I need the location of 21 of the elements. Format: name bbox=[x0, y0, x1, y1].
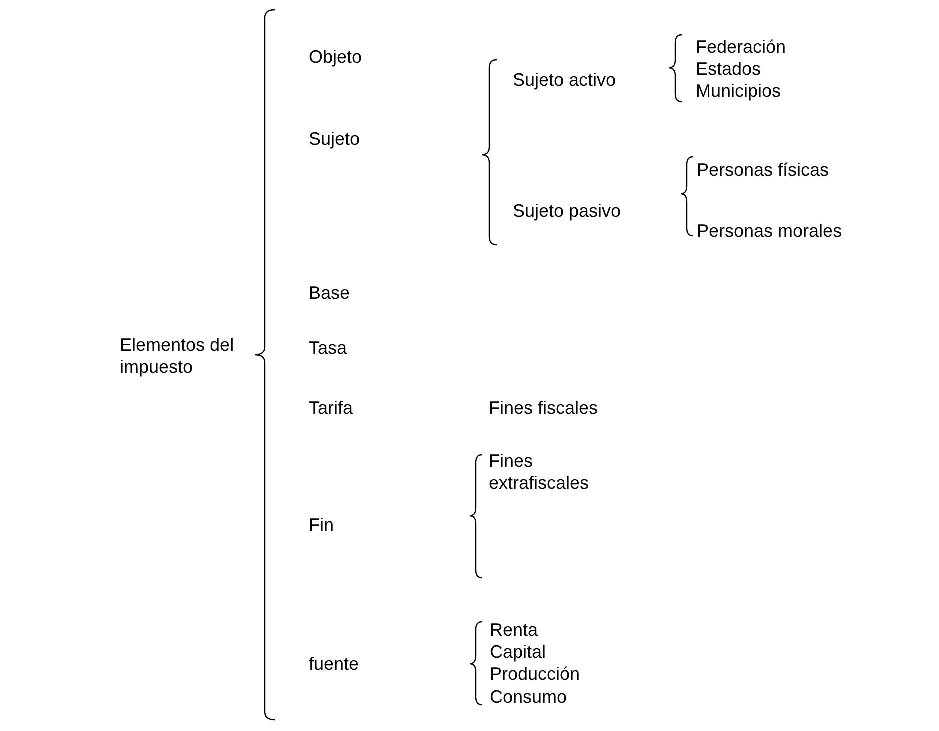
label-text: fuente bbox=[309, 653, 360, 675]
label-text: Fines fiscales bbox=[489, 397, 598, 419]
label-text: Base bbox=[309, 282, 350, 304]
label-text: Elementos del impuesto bbox=[120, 334, 236, 378]
label-text: Fin bbox=[309, 514, 334, 536]
label-text: Municipios bbox=[696, 80, 782, 102]
label-text: Sujeto bbox=[309, 128, 360, 150]
label-text: Estados bbox=[696, 58, 762, 80]
label-text: Personas físicas bbox=[697, 159, 830, 181]
label-text: Objeto bbox=[309, 46, 362, 68]
label-text: Tarifa bbox=[309, 397, 354, 419]
label-text: Renta bbox=[490, 619, 538, 641]
label-text: Sujeto activo bbox=[513, 69, 616, 91]
label-text: Capital bbox=[490, 641, 546, 663]
label-text: Fines extrafiscales bbox=[489, 450, 590, 494]
label-text: Sujeto pasivo bbox=[513, 200, 622, 222]
label-text: Personas morales bbox=[697, 220, 842, 242]
label-text: Federación bbox=[696, 36, 786, 58]
label-text: Consumo bbox=[490, 686, 568, 708]
label-text: Producción bbox=[490, 663, 580, 685]
label-text: Tasa bbox=[309, 337, 348, 359]
